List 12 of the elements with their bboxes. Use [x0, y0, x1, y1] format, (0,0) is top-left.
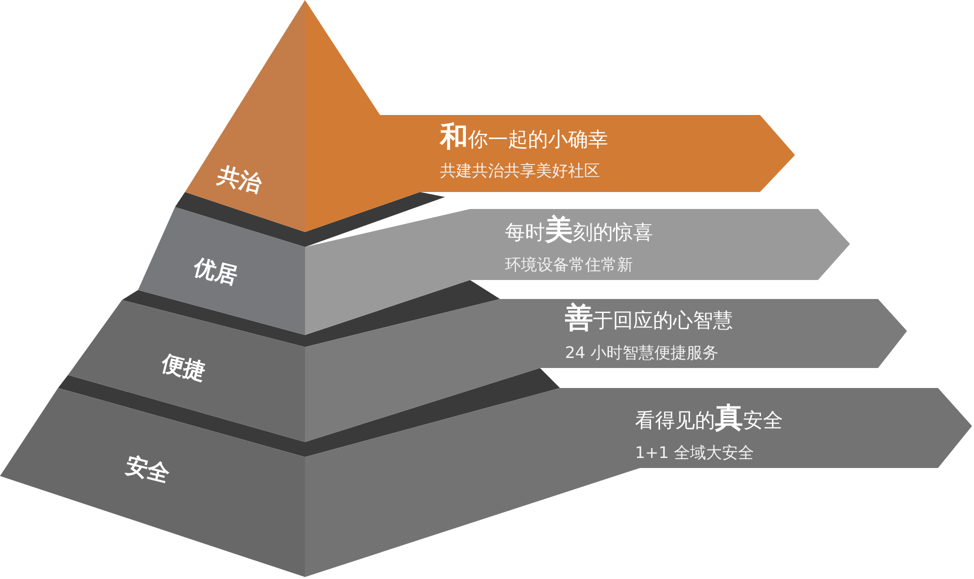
banner-subtitle: 环境设备常住常新: [505, 254, 633, 276]
banner-subtitle: 1+1 全域大安全: [635, 442, 754, 464]
banner-heading: 和你一起的小确幸: [440, 122, 608, 154]
banner-heading: 看得见的真安全: [635, 403, 783, 435]
banner-subtitle: 24 小时智慧便捷服务: [565, 342, 718, 364]
tier-label: 便捷: [158, 350, 209, 388]
tier-label: 安全: [122, 452, 173, 490]
tier-label: 优居: [190, 254, 241, 292]
banner-heading: 每时美刻的惊喜: [505, 215, 653, 247]
banner-heading: 善于回应的心智慧: [565, 303, 733, 335]
tier-label: 共治: [214, 162, 265, 200]
banner-subtitle: 共建共治共享美好社区: [440, 160, 600, 182]
